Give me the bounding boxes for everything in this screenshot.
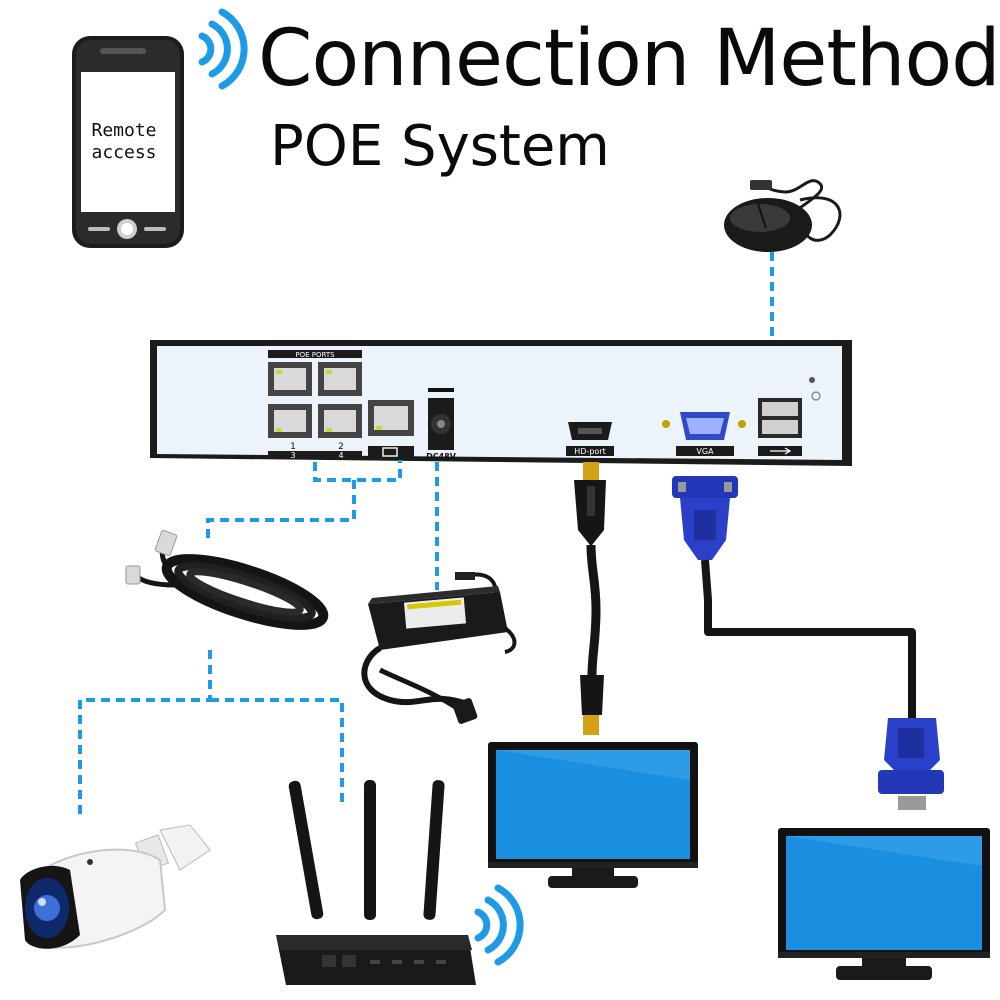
lan-port xyxy=(368,400,414,458)
monitor-icon xyxy=(488,742,698,888)
hdmi-cable-icon xyxy=(574,462,606,735)
port-number-1: 1 xyxy=(290,442,296,452)
hdmi-port: HD-port xyxy=(566,422,614,456)
phone-icon: Remote access xyxy=(72,36,184,248)
router-wifi-icon xyxy=(474,884,524,966)
poe-ports-label: POE PORTS xyxy=(295,351,335,359)
vga-port: VGA xyxy=(662,412,746,456)
poe-port-group xyxy=(268,362,362,438)
page-title: Connection Method xyxy=(258,14,1000,104)
camera-icon xyxy=(20,824,211,949)
phone-screen-text-2: access xyxy=(91,142,156,163)
wifi-icon xyxy=(198,8,248,90)
nvr-icon: POE PORTS 1 2 3 4 xyxy=(150,340,852,466)
network-cable-icon xyxy=(125,529,329,630)
port-number-3: 3 xyxy=(290,451,295,460)
port-number-2: 2 xyxy=(338,442,344,452)
monitor-icon-2 xyxy=(778,828,990,980)
usb-ports xyxy=(758,377,821,456)
vga-cable-icon xyxy=(672,476,944,810)
dc-power-port: DC48V xyxy=(426,388,457,461)
poe-connection-lines xyxy=(78,460,439,815)
mouse-icon xyxy=(724,179,842,252)
dc-label: DC48V xyxy=(426,452,457,461)
vga-label: VGA xyxy=(696,447,714,456)
hdmi-label: HD-port xyxy=(574,447,605,456)
port-number-4: 4 xyxy=(338,451,343,460)
power-adapter-icon xyxy=(361,572,517,724)
phone-screen-text-1: Remote xyxy=(91,120,156,141)
page-subtitle: POE System xyxy=(270,114,610,179)
router-icon xyxy=(276,780,476,985)
